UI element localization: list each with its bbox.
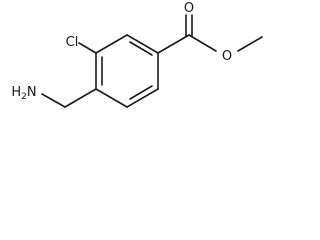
chlorine-label: Cl	[66, 35, 79, 50]
ring-double-bond-inner-2	[129, 85, 153, 100]
amine-n-label: N	[27, 85, 37, 100]
ring-bond-6	[95, 34, 128, 54]
ring-to-methylene-bond	[64, 88, 97, 108]
chloro-substituent: Cl	[66, 35, 97, 54]
ring-bond-4	[95, 88, 128, 108]
ring-double-bond-inner-1	[129, 41, 153, 56]
amine-label: H2N	[11, 85, 36, 102]
ring-to-chlorine-bond	[78, 42, 97, 54]
ring-bond-1	[126, 34, 159, 54]
methyl-ester-group: O O	[157, 1, 263, 64]
ring-to-carbonyl-bond	[157, 34, 190, 54]
benzene-ring	[95, 34, 159, 108]
ring-bond-3	[126, 88, 159, 108]
amine-subscript: 2	[21, 92, 27, 102]
aminomethyl-substituent: H2N	[11, 85, 97, 108]
ester-oxygen-to-methyl-bond	[237, 36, 263, 52]
chemical-structure-diagram: O O Cl H2N	[11, 1, 263, 108]
amine-h-label: H	[11, 85, 21, 100]
carbonyl-oxygen-label: O	[184, 1, 194, 16]
carbonyl-to-ester-oxygen-bond	[188, 34, 217, 52]
methylene-to-amine-bond	[41, 93, 66, 108]
ester-oxygen-label: O	[222, 49, 232, 64]
